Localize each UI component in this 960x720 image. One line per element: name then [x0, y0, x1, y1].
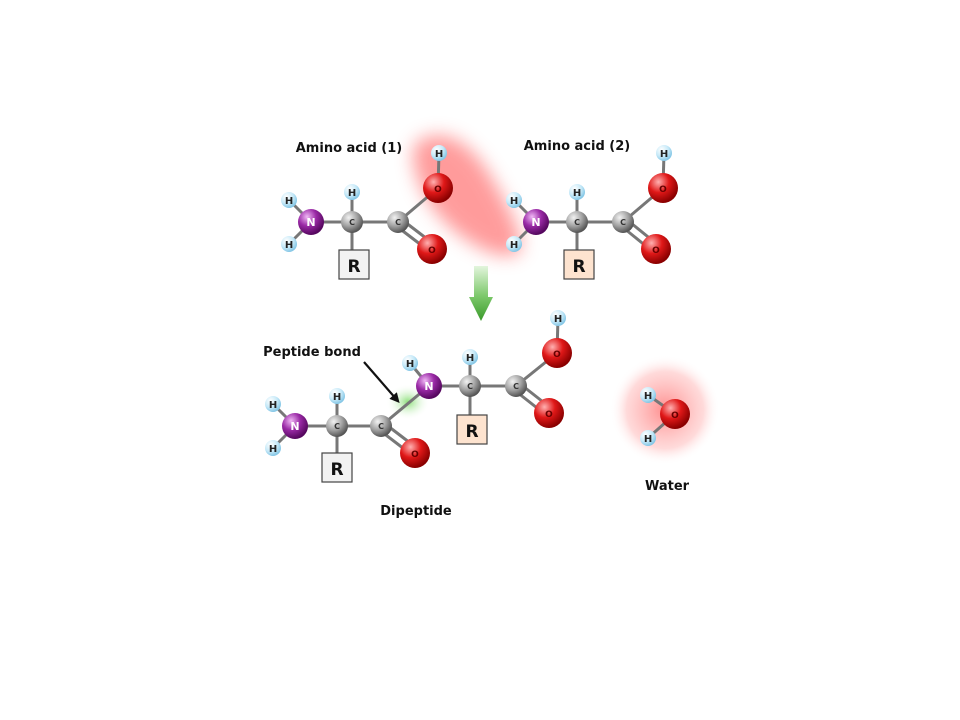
oxygen-atom: O — [417, 234, 447, 264]
svg-text:H: H — [510, 240, 518, 251]
carbon-atom: C — [566, 211, 588, 233]
hydrogen-atom: H — [506, 236, 522, 252]
r-group-box — [338, 249, 370, 280]
svg-text:H: H — [269, 444, 277, 455]
r-group-label: R — [572, 257, 585, 277]
r-group-box — [563, 249, 595, 280]
svg-text:H: H — [644, 434, 652, 445]
svg-text:N: N — [290, 420, 299, 433]
svg-text:C: C — [574, 218, 580, 227]
svg-text:H: H — [554, 314, 562, 325]
svg-text:H: H — [466, 353, 474, 364]
svg-text:O: O — [545, 410, 553, 420]
svg-text:C: C — [467, 382, 473, 391]
carbon-atom: C — [370, 415, 392, 437]
hydrogen-atom: H — [569, 184, 585, 200]
water-molecule: H H O — [640, 387, 690, 446]
r-group-label: R — [465, 422, 478, 442]
carbon-atom: C — [387, 211, 409, 233]
oxygen-atom: O — [542, 338, 572, 368]
svg-text:O: O — [659, 185, 667, 195]
amino-acid-2-label: Amino acid (2) — [524, 139, 630, 154]
hydrogen-atom: H — [640, 387, 656, 403]
hydrogen-atom: H — [550, 310, 566, 326]
svg-text:H: H — [406, 359, 414, 370]
carbon-atom: C — [459, 375, 481, 397]
svg-text:H: H — [644, 391, 652, 402]
nitrogen-atom: N — [523, 209, 549, 235]
oxygen-atom: O — [400, 438, 430, 468]
r-group-label: R — [330, 460, 343, 480]
hydrogen-atom: H — [431, 145, 447, 161]
dipeptide-molecule: R R H H N H C C O H N H C C H O O — [265, 310, 572, 483]
nitrogen-atom: N — [282, 413, 308, 439]
svg-text:N: N — [531, 216, 540, 229]
r-group-label: R — [347, 257, 360, 277]
amino-acid-1-label: Amino acid (1) — [296, 141, 402, 156]
r-group-box — [456, 414, 488, 445]
hydrogen-atom: H — [281, 192, 297, 208]
hydrogen-atom: H — [265, 396, 281, 412]
svg-text:H: H — [285, 196, 293, 207]
peptide-bond-pointer-arrow — [363, 361, 400, 404]
svg-text:H: H — [269, 400, 277, 411]
reaction-arrow — [469, 266, 493, 321]
carbon-atom: C — [505, 375, 527, 397]
svg-text:O: O — [411, 450, 419, 460]
amino-acid-2: R H H N H C C H O O — [506, 145, 678, 280]
svg-text:C: C — [620, 218, 626, 227]
r-group-box — [321, 452, 353, 483]
peptide-bond-label: Peptide bond — [263, 345, 361, 360]
svg-text:H: H — [510, 196, 518, 207]
oxygen-atom: O — [423, 173, 453, 203]
oxygen-atom: O — [641, 234, 671, 264]
carbon-atom: C — [341, 211, 363, 233]
hydrogen-atom: H — [344, 184, 360, 200]
hydrogen-atom: H — [462, 349, 478, 365]
svg-text:O: O — [652, 246, 660, 256]
oxygen-atom: O — [660, 399, 690, 429]
svg-text:C: C — [349, 218, 355, 227]
svg-text:H: H — [435, 149, 443, 160]
svg-text:O: O — [434, 185, 442, 195]
nitrogen-atom: N — [416, 373, 442, 399]
nitrogen-atom: N — [298, 209, 324, 235]
svg-text:N: N — [306, 216, 315, 229]
dipeptide-label: Dipeptide — [380, 504, 452, 519]
hydrogen-atom: H — [265, 440, 281, 456]
svg-text:O: O — [671, 411, 679, 421]
hydrogen-atom: H — [506, 192, 522, 208]
oxygen-atom: O — [648, 173, 678, 203]
water-label: Water — [645, 479, 690, 494]
svg-text:H: H — [660, 149, 668, 160]
amino-acid-1: R H H N H C C H O O — [281, 145, 453, 280]
svg-text:H: H — [573, 188, 581, 199]
carbon-atom: C — [612, 211, 634, 233]
svg-text:C: C — [513, 382, 519, 391]
hydrogen-atom: H — [640, 430, 656, 446]
carbon-atom: C — [326, 415, 348, 437]
svg-text:H: H — [348, 188, 356, 199]
svg-text:C: C — [395, 218, 401, 227]
svg-text:N: N — [424, 380, 433, 393]
hydrogen-atom: H — [402, 355, 418, 371]
svg-text:C: C — [378, 422, 384, 431]
oxygen-atom: O — [534, 398, 564, 428]
svg-text:H: H — [333, 392, 341, 403]
svg-text:O: O — [428, 246, 436, 256]
hydrogen-atom: H — [329, 388, 345, 404]
svg-text:C: C — [334, 422, 340, 431]
svg-text:O: O — [553, 350, 561, 360]
hydrogen-atom: H — [281, 236, 297, 252]
bonds — [512, 152, 666, 253]
svg-text:H: H — [285, 240, 293, 251]
hydrogen-atom: H — [656, 145, 672, 161]
